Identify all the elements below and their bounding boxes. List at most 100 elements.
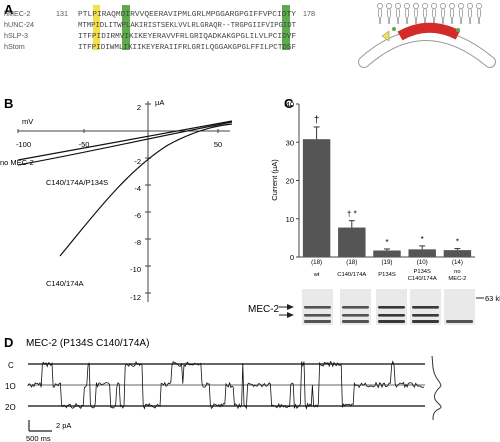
lipid-tail (449, 8, 453, 25)
blot-band (412, 320, 439, 323)
bar-category-label: C140/174A (408, 276, 437, 282)
bar (302, 139, 331, 257)
blot-bands (304, 306, 473, 323)
blot-lane-5 (444, 289, 475, 325)
cysteine-marker-2 (456, 28, 460, 32)
bar-y-tick-label: 10 (286, 215, 294, 224)
alignment-name-1: hMEC-2 (4, 9, 30, 18)
lipid-tail (431, 8, 435, 25)
blot-band (378, 314, 405, 317)
bar (338, 227, 366, 257)
significance-marker: * (385, 238, 388, 247)
iv-curve-c140-174a (59, 123, 233, 257)
alignment-seq-2: MTMPIDLITWPLAKIRISTSEKLVVLRLGRAQR--TRGPG… (78, 22, 296, 30)
blot-band (412, 306, 439, 309)
trace-panel: C 1O 2O 2 pA 500 ms (5, 355, 442, 442)
lipid-head (440, 3, 446, 9)
lipid-tail (467, 8, 471, 25)
lipid-tail (440, 8, 444, 25)
protein-domain (397, 22, 461, 41)
blot-band (304, 320, 331, 323)
lipid-head (386, 3, 392, 9)
panel-label-c: C (284, 96, 294, 111)
bar-y-label: Current (µA) (270, 159, 279, 201)
alignment-highlight-green-2 (282, 5, 290, 50)
bar (408, 249, 436, 257)
trace-label-2o: 2O (5, 403, 16, 412)
blot-arrow-2 (287, 312, 294, 318)
blot-band (304, 306, 331, 309)
lipid-tail (451, 8, 455, 25)
bar (443, 250, 472, 257)
trace-label-1o: 1O (5, 382, 16, 391)
amplitude-histogram (431, 355, 442, 421)
lipid-head (404, 3, 410, 9)
blot-band (342, 320, 369, 323)
significance-marker: * (421, 235, 424, 244)
blot-label: MEC-2 (248, 304, 280, 315)
iv-y-tick-m6: -6 (134, 211, 141, 220)
lipid-tail (469, 8, 473, 25)
alignment-seq-3: ITFPIDIRMVIKIKEYERAVVFRLGRIQADKAKGPGLILV… (78, 33, 296, 41)
blot-band (412, 314, 439, 317)
significance-marker: † (314, 115, 320, 126)
panel-label-d: D (4, 335, 13, 350)
panel-label-a: A (4, 2, 14, 17)
alignment-highlight-green-1 (122, 5, 130, 50)
bar-category-label: MEC-2 (448, 276, 466, 282)
bar-y-tick-label: 40 (286, 100, 294, 109)
blot-arrow-1 (287, 304, 294, 310)
lipid-tail (442, 8, 446, 25)
scale-bar-y-label: 2 pA (56, 421, 71, 430)
lipid-head (431, 3, 437, 9)
membrane-schematic (358, 3, 496, 68)
iv-label-no-mec2: no MEC-2 (0, 158, 34, 167)
lipid-head (395, 3, 401, 9)
alignment-start: 131 (56, 9, 68, 18)
lipid-head (458, 3, 464, 9)
significance-marker: * (456, 238, 459, 247)
blot-marker: 63 kD (485, 294, 500, 303)
proline-marker (381, 30, 390, 42)
bar-y-tick-label: 0 (290, 253, 294, 262)
iv-y-tick-2: 2 (137, 103, 141, 112)
bar-n-label: (10) (417, 259, 428, 266)
cysteine-marker-1 (392, 27, 396, 31)
bar-n-label: (18) (346, 259, 357, 266)
bar-n-label: (19) (381, 259, 392, 266)
lipid-tail (379, 8, 383, 25)
iv-x-tick-m50: -50 (79, 140, 90, 149)
blot-band (378, 306, 405, 309)
iv-label-double-mutant: C140/174A/P134S (46, 178, 108, 187)
bar-n-label: (18) (311, 259, 322, 266)
bar-y-tick-label: 20 (286, 177, 294, 186)
alignment-highlight-yellow (93, 5, 100, 50)
lipid-head (449, 3, 455, 9)
bar-category-label: no (454, 269, 460, 275)
iv-label-c140-174a: C140/174A (46, 279, 84, 288)
lipid-head (467, 3, 473, 9)
bar-y-tick-label: 30 (286, 138, 294, 147)
iv-curve-double-mutant (17, 121, 233, 166)
alignment-name-4: hStom (4, 42, 25, 51)
lipid-bilayer (377, 3, 482, 25)
current-trace (27, 360, 425, 411)
bar-category-label: P134S (413, 269, 431, 275)
western-blot: MEC-2 63 kD (248, 289, 500, 325)
lipid-tail (476, 8, 480, 25)
iv-y-tick-m4: -4 (134, 184, 141, 193)
lipid-tail (395, 8, 399, 25)
bar-category-label: wt (313, 272, 320, 278)
lipid-tail (415, 8, 419, 25)
alignment-name-3: hSLP-3 (4, 31, 28, 40)
scale-bar-x-label: 500 ms (26, 434, 51, 442)
lipid-head (413, 3, 419, 9)
lipid-tail (458, 8, 462, 25)
iv-y-tick-m2: -2 (134, 157, 141, 166)
iv-y-tick-m10: -10 (130, 265, 141, 274)
bar-n-label: (14) (452, 259, 463, 266)
lipid-tail (406, 8, 410, 25)
alignment-name-2: hUNC-24 (4, 20, 34, 29)
